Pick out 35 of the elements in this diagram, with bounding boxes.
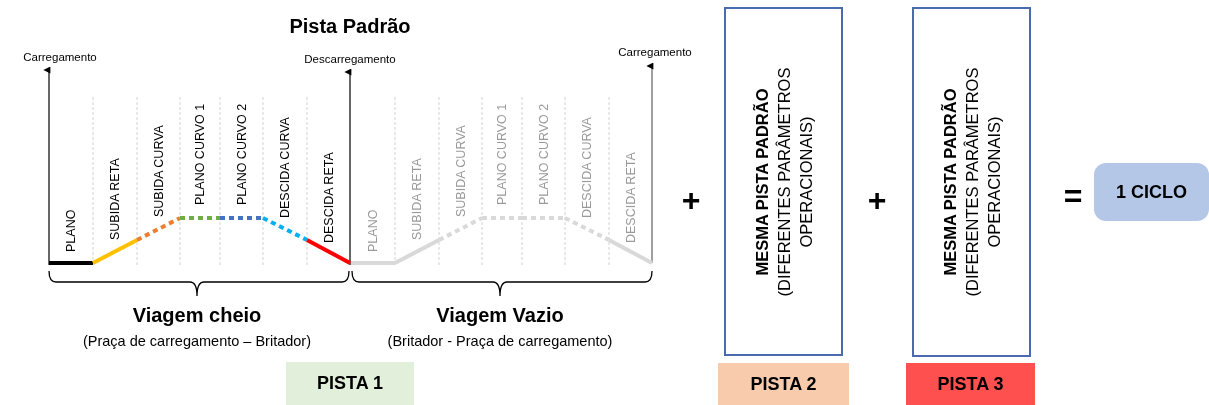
section-label: DESCIDA CURVA xyxy=(579,117,595,218)
section-subtitle: (Praça de carregamento – Britador) xyxy=(81,332,313,351)
section-subtitle: (Britador - Praça de carregamento) xyxy=(386,332,614,351)
section-label: PLANO CURVO 1 xyxy=(192,103,208,205)
axis-label: Carregamento xyxy=(617,45,693,60)
axis-label: Descarregamento xyxy=(303,52,397,67)
track-box xyxy=(912,7,1031,357)
section-label: SUBIDA CURVA xyxy=(150,125,167,217)
box-heading: MESMA PISTA PADRÃO xyxy=(751,87,772,277)
operator-sign: + xyxy=(680,181,702,220)
section-label: SUBIDA RETA xyxy=(409,158,425,240)
section-label: PLANO xyxy=(365,209,381,252)
track-tag: PISTA 2 xyxy=(718,363,849,405)
track-tag: PISTA 1 xyxy=(286,362,414,405)
section-label: PLANO xyxy=(63,209,79,252)
operator-sign: + xyxy=(866,181,888,220)
section-label: PLANO CURVO 2 xyxy=(233,103,250,205)
track-tag: PISTA 3 xyxy=(906,363,1035,405)
section-label: PLANO CURVO 1 xyxy=(494,103,510,205)
operator-sign: = xyxy=(1062,177,1084,216)
axis-label: Carregamento xyxy=(22,50,98,65)
box-note: (DIFERENTES PARÂMETROS OPERACIONAIS) xyxy=(961,66,1004,299)
section-label: DESCIDA RETA xyxy=(622,152,639,243)
section-heading: Viagem cheio xyxy=(131,303,263,327)
track-box xyxy=(724,7,843,356)
section-label: PLANO CURVO 2 xyxy=(535,103,552,205)
section-label: DESCIDA CURVA xyxy=(277,117,293,218)
section-label: SUBIDA CURVA xyxy=(452,125,469,217)
diagram-title: Pista Padrão xyxy=(288,14,412,38)
section-label: SUBIDA RETA xyxy=(107,158,123,240)
section-label: DESCIDA RETA xyxy=(320,152,337,243)
result-box: 1 CICLO xyxy=(1094,163,1209,221)
box-note: (DIFERENTES PARÂMETROS OPERACIONAIS) xyxy=(773,66,816,298)
box-heading: MESMA PISTA PADRÃO xyxy=(939,87,960,278)
section-heading: Viagem Vazio xyxy=(435,303,565,327)
